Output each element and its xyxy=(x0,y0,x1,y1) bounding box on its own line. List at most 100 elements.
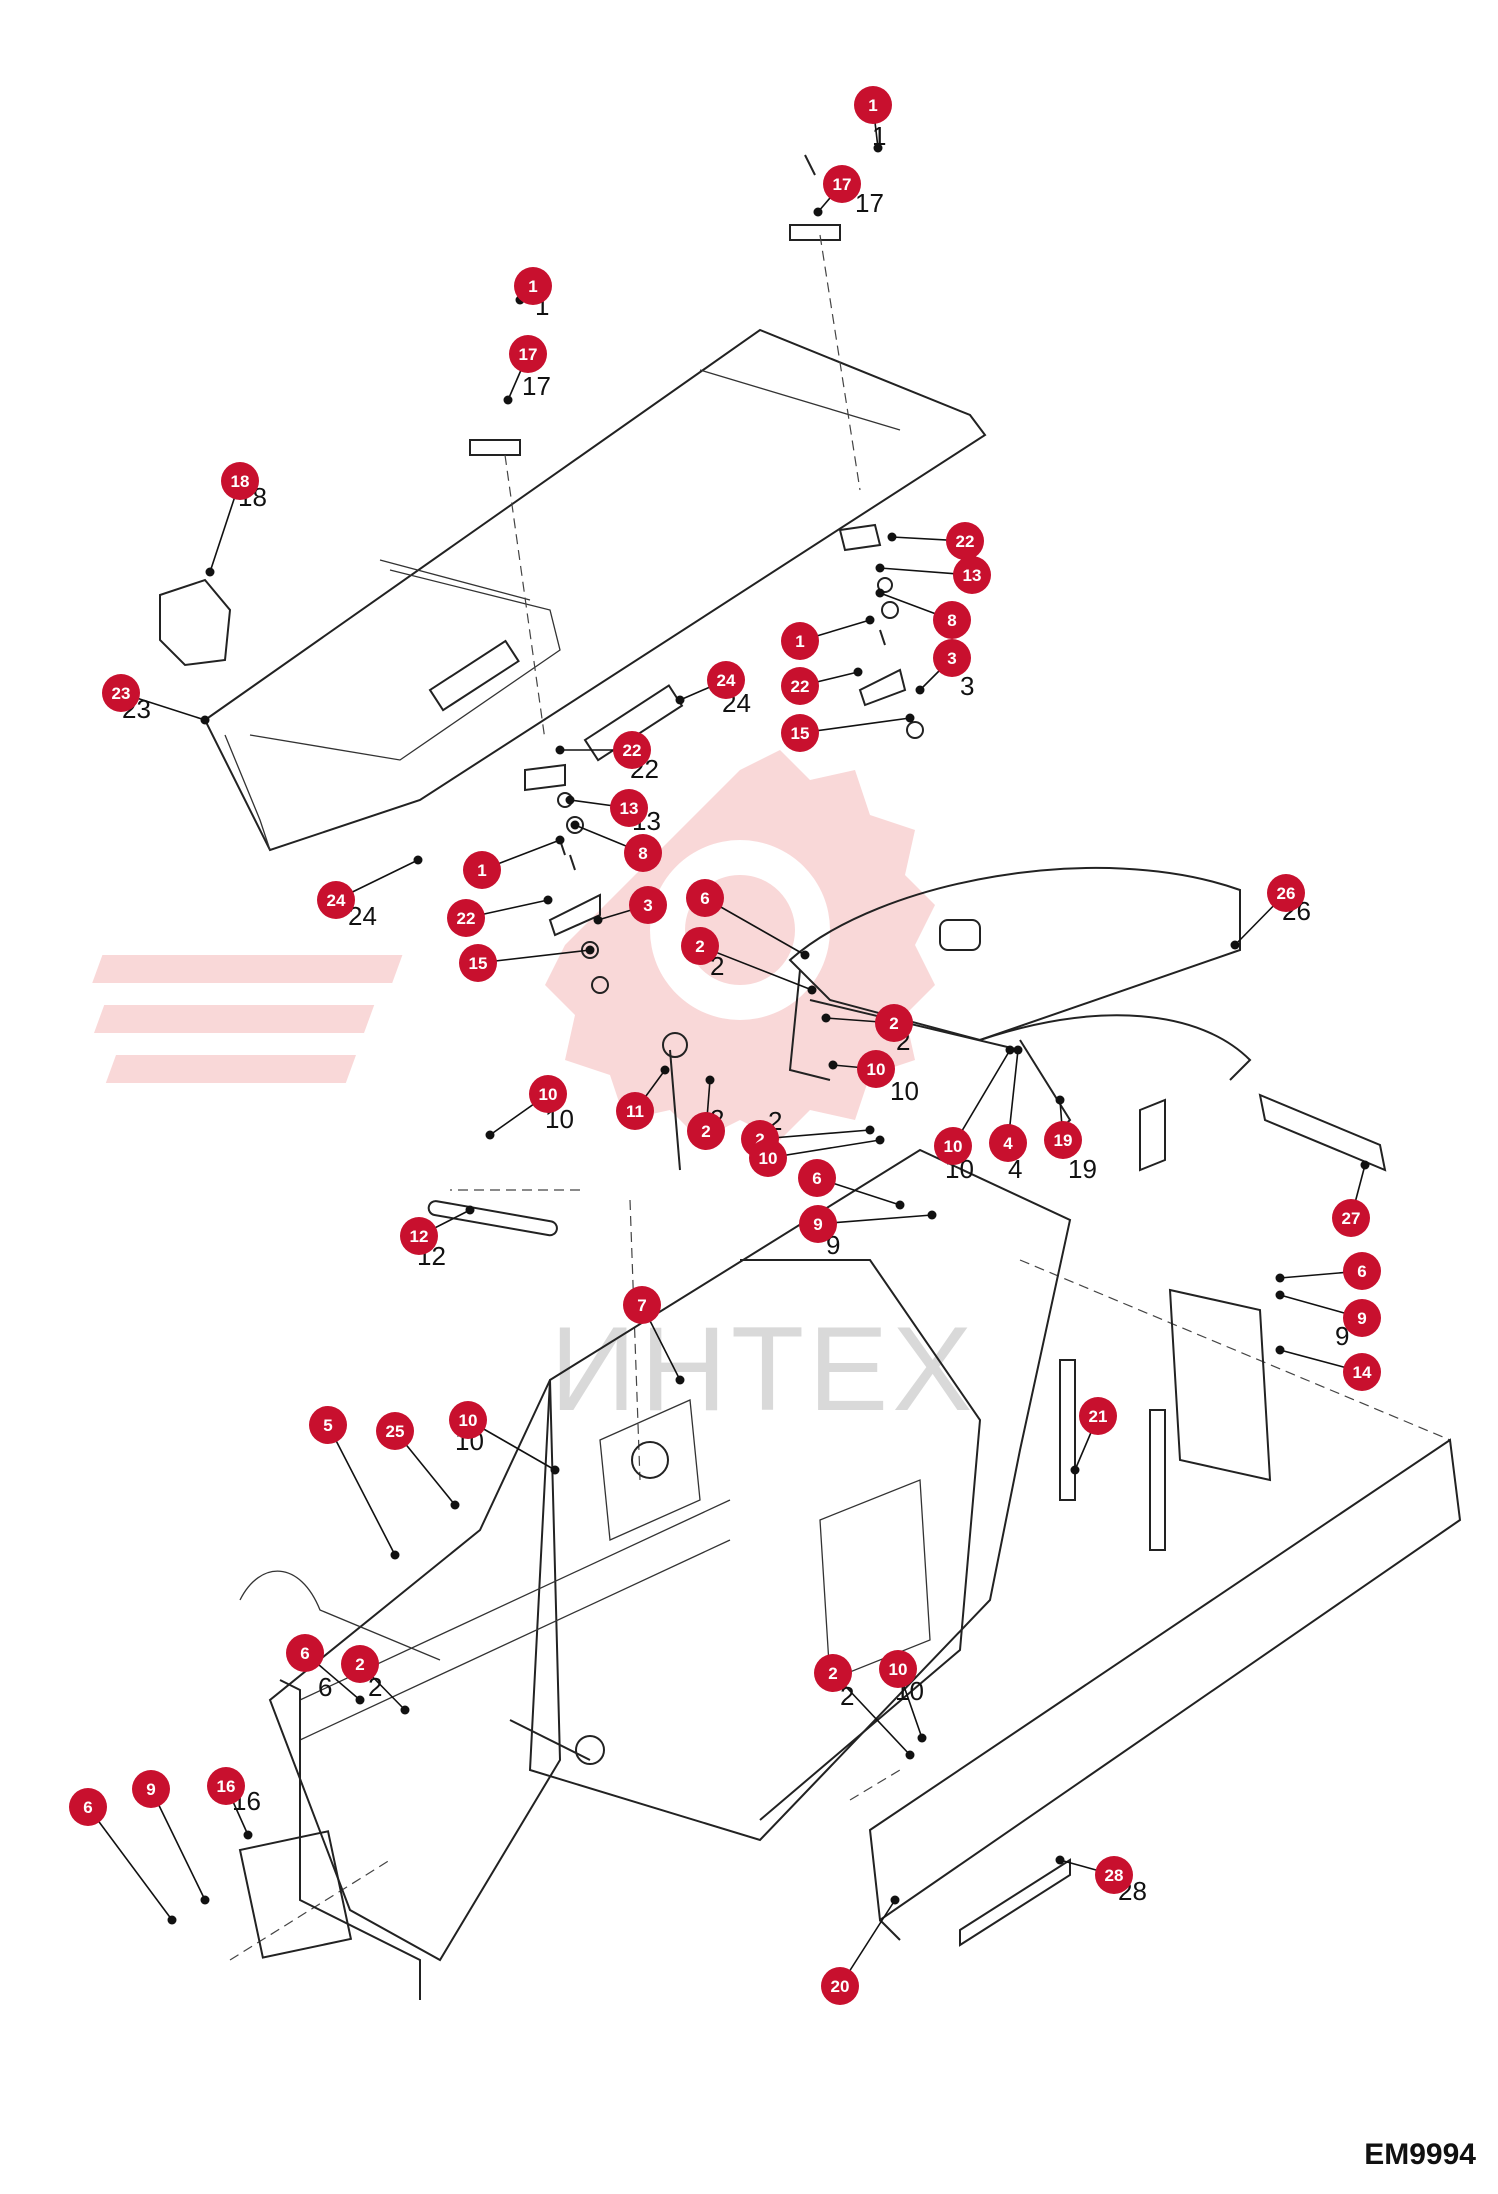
callout-number: 1 xyxy=(477,861,486,880)
callout-circle xyxy=(798,1159,836,1197)
callout-c27[interactable]: 27 xyxy=(1332,1199,1370,1237)
callout-c1b[interactable]: 1 xyxy=(514,267,552,305)
callout-c1d[interactable]: 1 xyxy=(463,851,501,889)
callout-c28[interactable]: 28 xyxy=(1095,1856,1133,1894)
leader-dot-c27 xyxy=(1360,1160,1370,1170)
callout-c24b[interactable]: 24 xyxy=(317,881,355,919)
callout-c10f[interactable]: 10 xyxy=(879,1650,917,1688)
callout-c22c[interactable]: 22 xyxy=(613,731,651,769)
callout-c17a[interactable]: 17 xyxy=(823,165,861,203)
callout-c9a[interactable]: 9 xyxy=(799,1205,837,1243)
callout-c10e[interactable]: 10 xyxy=(449,1401,487,1439)
callout-number: 11 xyxy=(626,1102,644,1121)
callout-c6c[interactable]: 6 xyxy=(1343,1252,1381,1290)
callout-c2b[interactable]: 2 xyxy=(875,1004,913,1042)
callout-c23[interactable]: 23 xyxy=(102,674,140,712)
callout-c5[interactable]: 5 xyxy=(309,1406,347,1444)
callout-c8a[interactable]: 8 xyxy=(933,601,971,639)
callout-c7[interactable]: 7 xyxy=(623,1286,661,1324)
callout-number: 2 xyxy=(695,937,704,956)
callout-c22b[interactable]: 22 xyxy=(781,667,819,705)
callout-c10d[interactable]: 10 xyxy=(934,1127,972,1165)
callout-c2c[interactable]: 2 xyxy=(687,1112,725,1150)
part-label-l2e: 2 xyxy=(368,1672,382,1702)
callout-circle xyxy=(1044,1121,1082,1159)
callout-number: 2 xyxy=(828,1664,837,1683)
callout-c2e[interactable]: 2 xyxy=(341,1645,379,1683)
callout-number: 8 xyxy=(638,844,647,863)
callout-number: 17 xyxy=(833,175,852,194)
callout-number: 2 xyxy=(889,1014,898,1033)
callout-circle xyxy=(875,1004,913,1042)
callout-c1a[interactable]: 1 xyxy=(854,86,892,124)
callout-c4[interactable]: 4 xyxy=(989,1124,1027,1162)
callout-number: 19 xyxy=(1054,1131,1073,1150)
callout-c14[interactable]: 14 xyxy=(1343,1353,1381,1391)
leader-dot-c2b xyxy=(821,1013,831,1023)
callout-circle xyxy=(529,1075,567,1113)
callout-circle xyxy=(1332,1199,1370,1237)
leader-dot-c22d xyxy=(543,895,553,905)
callout-c15b[interactable]: 15 xyxy=(459,944,497,982)
callout-number: 10 xyxy=(459,1411,478,1430)
callout-c26[interactable]: 26 xyxy=(1267,874,1305,912)
leader-dot-c10d xyxy=(1005,1045,1015,1055)
leader-dot-c2e xyxy=(400,1705,410,1715)
callout-c10a[interactable]: 10 xyxy=(857,1050,895,1088)
callout-c6a[interactable]: 6 xyxy=(686,879,724,917)
callout-c2a[interactable]: 2 xyxy=(681,927,719,965)
callout-c9b[interactable]: 9 xyxy=(1343,1299,1381,1337)
callout-c8b[interactable]: 8 xyxy=(624,834,662,872)
leader-dot-c13b xyxy=(565,795,575,805)
callout-c11[interactable]: 11 xyxy=(616,1092,654,1130)
callout-circle xyxy=(821,1967,859,2005)
callout-c13b[interactable]: 13 xyxy=(610,789,648,827)
callout-circle xyxy=(687,1112,725,1150)
callout-c9c[interactable]: 9 xyxy=(132,1770,170,1808)
callout-c12[interactable]: 12 xyxy=(400,1217,438,1255)
callout-circle xyxy=(610,789,648,827)
callout-c16[interactable]: 16 xyxy=(207,1767,245,1805)
leader-dot-c22a xyxy=(887,532,897,542)
callout-c6e[interactable]: 6 xyxy=(69,1788,107,1826)
callout-circle xyxy=(781,622,819,660)
callout-circle xyxy=(857,1050,895,1088)
leader-dot-c23 xyxy=(200,715,210,725)
callout-c6b[interactable]: 6 xyxy=(798,1159,836,1197)
callout-c21[interactable]: 21 xyxy=(1079,1397,1117,1435)
callout-number: 10 xyxy=(944,1137,963,1156)
callout-c3b[interactable]: 3 xyxy=(629,886,667,924)
callout-c2f[interactable]: 2 xyxy=(814,1654,852,1692)
part-label-l9b: 9 xyxy=(1335,1321,1349,1351)
callout-c22a[interactable]: 22 xyxy=(946,522,984,560)
leader-dot-c10b xyxy=(485,1130,495,1140)
callout-number: 9 xyxy=(813,1215,822,1234)
callout-c24a[interactable]: 24 xyxy=(707,661,745,699)
callout-c20[interactable]: 20 xyxy=(821,1967,859,2005)
callout-circle xyxy=(447,899,485,937)
callout-circle xyxy=(317,881,355,919)
callout-c18[interactable]: 18 xyxy=(221,462,259,500)
callout-c10c[interactable]: 10 xyxy=(749,1139,787,1177)
callout-c19[interactable]: 19 xyxy=(1044,1121,1082,1159)
leader-dot-c6c xyxy=(1275,1273,1285,1283)
leader-dot-c6a xyxy=(800,950,810,960)
leader-dot-c6e xyxy=(167,1915,177,1925)
leader-dot-c7 xyxy=(675,1375,685,1385)
callout-c10b[interactable]: 10 xyxy=(529,1075,567,1113)
leader-line-c5 xyxy=(327,1424,396,1556)
callout-c6d[interactable]: 6 xyxy=(286,1634,324,1672)
callout-c17b[interactable]: 17 xyxy=(509,335,547,373)
callout-c13a[interactable]: 13 xyxy=(953,556,991,594)
leader-dot-c8a xyxy=(875,588,885,598)
callout-c22d[interactable]: 22 xyxy=(447,899,485,937)
callout-circle xyxy=(1095,1856,1133,1894)
callout-c3a[interactable]: 3 xyxy=(933,639,971,677)
watermark-logo xyxy=(92,750,935,1140)
callout-c15a[interactable]: 15 xyxy=(781,714,819,752)
part-label-l17a: 17 xyxy=(855,188,884,218)
callout-c25[interactable]: 25 xyxy=(376,1412,414,1450)
callout-number: 22 xyxy=(457,909,476,928)
callout-c1c[interactable]: 1 xyxy=(781,622,819,660)
